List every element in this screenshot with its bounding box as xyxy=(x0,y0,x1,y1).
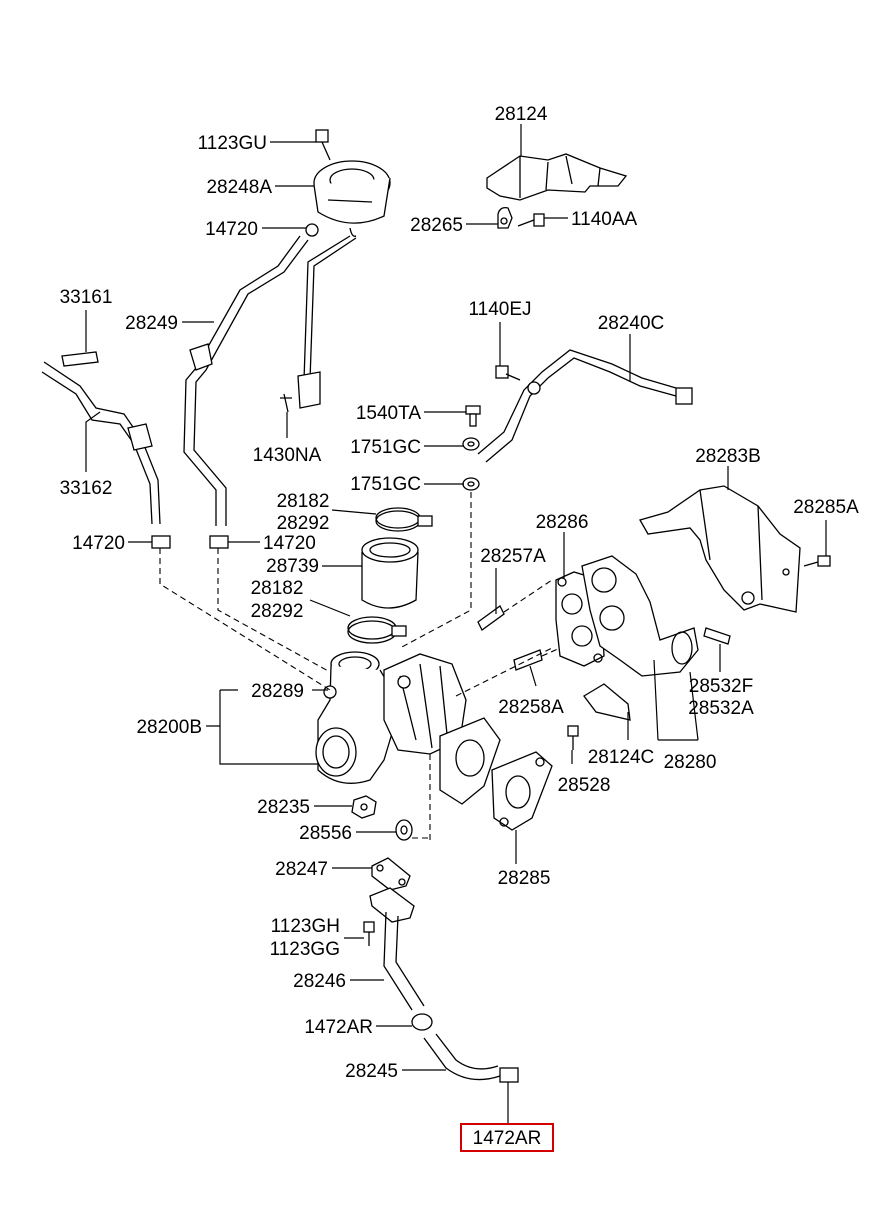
hose-33162 xyxy=(41,361,161,525)
label-14720-top: 14720 xyxy=(205,219,258,240)
actuator-28248A xyxy=(313,160,391,237)
label-28285: 28285 xyxy=(498,868,551,889)
label-1751GC-a: 1751GC xyxy=(350,437,421,458)
hose-28739 xyxy=(361,537,419,609)
clamp-1472AR-b xyxy=(499,1067,519,1083)
label-28285A: 28285A xyxy=(793,497,859,518)
clamp-1472AR-a xyxy=(411,1013,433,1031)
label-1140AA: 1140AA xyxy=(571,209,638,230)
label-14720-mid: 14720 xyxy=(263,533,316,554)
label-28248A: 28248A xyxy=(206,177,272,198)
bolt-1140AA xyxy=(517,213,545,227)
label-28182-b: 28182 xyxy=(251,578,304,599)
label-28124C: 28124C xyxy=(588,747,655,768)
nut-28235 xyxy=(351,795,377,819)
label-1751GC-b: 1751GC xyxy=(350,474,421,495)
bolt-1140EJ xyxy=(495,365,521,381)
label-1123GU: 1123GU xyxy=(198,133,267,154)
hose-28249 xyxy=(183,235,309,526)
clip-28265 xyxy=(497,206,513,229)
label-28247: 28247 xyxy=(275,859,328,880)
label-33161: 33161 xyxy=(60,287,113,308)
label-1540TA: 1540TA xyxy=(356,403,421,424)
label-1140EJ: 1140EJ xyxy=(468,299,531,320)
highlight-box xyxy=(460,1123,554,1152)
label-28246: 28246 xyxy=(293,971,346,992)
label-1472AR-b[interactable]: 1472AR xyxy=(473,1128,542,1149)
label-1472AR-a: 1472AR xyxy=(304,1017,373,1038)
washer-1751GC-a xyxy=(462,437,480,451)
label-28200B: 28200B xyxy=(136,717,202,738)
clamp-14720-left xyxy=(151,535,171,549)
bolt-28285A xyxy=(803,555,831,567)
label-28283B: 28283B xyxy=(695,446,761,467)
label-14720-left: 14720 xyxy=(72,533,125,554)
label-28532A: 28532A xyxy=(688,698,754,719)
label-28556: 28556 xyxy=(299,823,352,844)
leader-lines xyxy=(85,124,827,1124)
clamp-14720-top xyxy=(305,223,319,237)
clamp-14720-mid xyxy=(209,535,229,549)
clamp-28182-bottom xyxy=(347,616,407,644)
label-28286: 28286 xyxy=(536,512,589,533)
pipe-28246 xyxy=(369,887,425,1011)
gasket-28247 xyxy=(371,857,411,891)
label-1430NA: 1430NA xyxy=(253,445,322,466)
bolt-1123GU xyxy=(315,129,331,161)
actuator-rod xyxy=(297,235,357,409)
washer-28556 xyxy=(395,819,413,841)
gasket-28285 xyxy=(491,751,553,831)
clamp-28182-top xyxy=(375,507,433,532)
heat-shield-28283B xyxy=(639,485,801,613)
label-28245: 28245 xyxy=(345,1061,398,1082)
exhaust-manifold-28280 xyxy=(581,555,699,677)
label-28289: 28289 xyxy=(251,681,304,702)
washer-1751GC-b xyxy=(462,477,480,491)
pin-1430NA xyxy=(280,393,292,413)
label-28235: 28235 xyxy=(257,797,310,818)
label-28124: 28124 xyxy=(495,104,548,125)
heat-shield-28124 xyxy=(486,153,628,201)
stud-28257A xyxy=(477,605,505,631)
stud-28532F xyxy=(703,627,731,645)
shield-28124C xyxy=(583,683,631,721)
turbocharger-28200B xyxy=(315,651,501,805)
label-28532F: 28532F xyxy=(689,676,753,697)
hose-28245 xyxy=(423,1033,501,1081)
oil-pipe-28240C xyxy=(477,349,693,463)
bracket-33161 xyxy=(61,351,99,367)
label-28280: 28280 xyxy=(664,752,717,773)
bolt-28528 xyxy=(567,725,579,750)
label-28182-a: 28182 xyxy=(277,491,330,512)
label-28528: 28528 xyxy=(558,775,611,796)
bolt-1540TA xyxy=(465,405,481,427)
label-28249: 28249 xyxy=(125,313,178,334)
label-28265: 28265 xyxy=(410,215,463,236)
label-28258A: 28258A xyxy=(498,697,564,718)
label-28739: 28739 xyxy=(266,556,319,577)
bolt-1123GH xyxy=(363,921,375,946)
label-1123GH: 1123GH xyxy=(271,916,340,937)
label-28292-a: 28292 xyxy=(277,513,330,534)
label-28240C: 28240C xyxy=(598,313,665,334)
label-28292-b: 28292 xyxy=(251,601,304,622)
label-1123GG: 1123GG xyxy=(270,939,340,960)
label-33162: 33162 xyxy=(60,478,113,499)
label-28257A: 28257A xyxy=(480,546,546,567)
